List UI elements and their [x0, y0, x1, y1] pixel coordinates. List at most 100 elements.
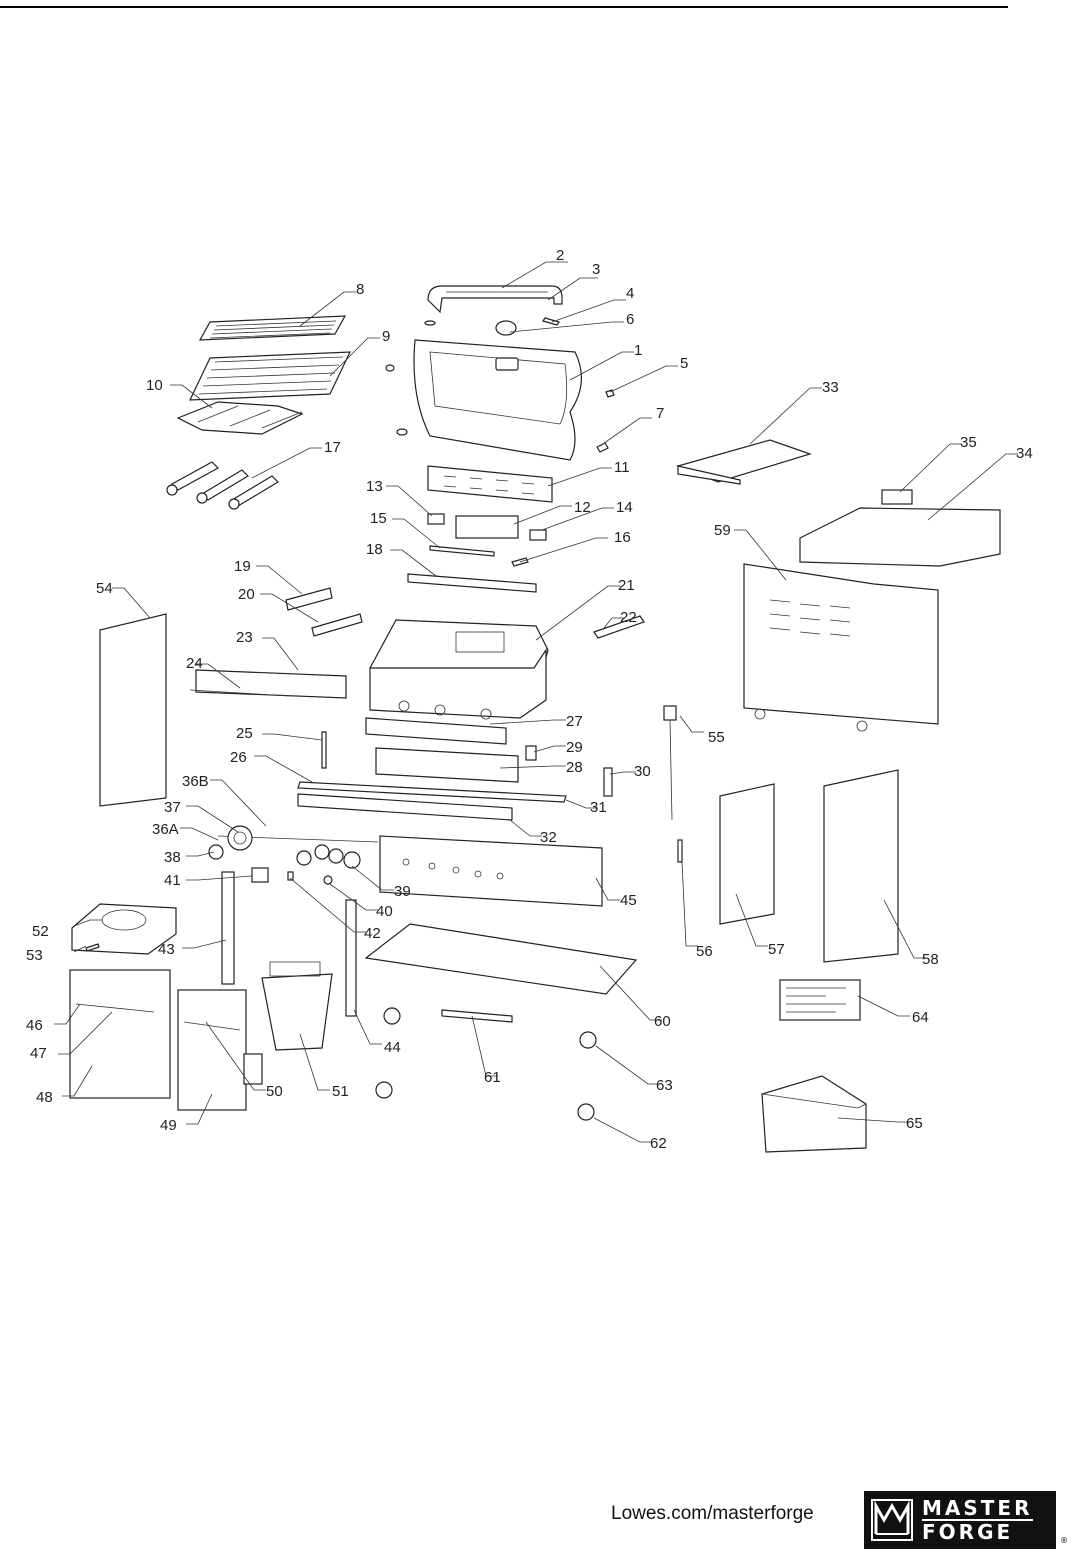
- callout-37: 37: [164, 799, 181, 816]
- side-support-part: [593, 615, 645, 639]
- callout-51: 51: [332, 1083, 349, 1100]
- leader-line: [569, 351, 634, 381]
- callout-25: 25: [236, 725, 253, 742]
- valves-and-knobs-part: [208, 825, 379, 885]
- leader-line: [509, 321, 624, 333]
- callout-6: 6: [626, 311, 634, 328]
- callout-7: 7: [656, 405, 664, 422]
- leader-line: [186, 1093, 213, 1125]
- callout-58: 58: [922, 951, 939, 968]
- callout-13: 13: [366, 478, 383, 495]
- right-post-part: [345, 899, 357, 1017]
- callout-52: 52: [32, 923, 49, 940]
- casters-part: [375, 1007, 597, 1121]
- leader-line: [547, 277, 598, 301]
- callouts: 2 3 4 6 1 5 7 8 9 10 17 11 13 12 14 15 1…: [26, 247, 1033, 1152]
- leader-line: [595, 1045, 660, 1085]
- leader-line: [392, 518, 441, 549]
- callout-32: 32: [540, 829, 557, 846]
- leader-line: [62, 1065, 93, 1097]
- callout-18: 18: [366, 541, 383, 558]
- left-post-part: [221, 871, 235, 985]
- rail-part: [429, 545, 495, 557]
- callout-55: 55: [708, 729, 725, 746]
- leader-line: [390, 549, 437, 577]
- leader-line: [299, 1033, 330, 1091]
- callout-41: 41: [164, 872, 181, 889]
- callout-48: 48: [36, 1089, 53, 1106]
- leader-line: [353, 1009, 382, 1045]
- leader-line: [565, 799, 598, 809]
- callout-45: 45: [620, 892, 637, 909]
- leader-line: [262, 733, 323, 741]
- leader-line: [180, 827, 219, 841]
- callout-4: 4: [626, 285, 634, 302]
- heat-shield-part: [427, 465, 553, 503]
- callout-8: 8: [356, 281, 364, 298]
- trash-bin-part: [261, 961, 333, 1051]
- callout-47: 47: [30, 1045, 47, 1062]
- leader-line: [681, 861, 698, 947]
- leader-line: [186, 875, 253, 881]
- leader-line: [112, 587, 151, 619]
- lid-part: [413, 339, 583, 461]
- leader-line: [329, 337, 380, 377]
- leader-line: [547, 467, 612, 487]
- clip-part: [603, 767, 613, 797]
- callout-46: 46: [26, 1017, 43, 1034]
- leader-line: [256, 565, 303, 595]
- handle-bolt-part: [424, 320, 436, 326]
- logo-line-2: FORGE: [922, 1520, 1014, 1544]
- callout-38: 38: [164, 849, 181, 866]
- warming-rack-part: [198, 315, 347, 341]
- callout-5: 5: [680, 355, 688, 372]
- callout-9: 9: [382, 328, 390, 345]
- callout-60: 60: [654, 1013, 671, 1030]
- vertical-bracket-part: [321, 731, 327, 769]
- leader-line: [299, 291, 356, 327]
- bolt-part: [85, 943, 100, 952]
- callout-53: 53: [26, 947, 43, 964]
- leader-line: [509, 819, 542, 837]
- thermometer-part: [495, 320, 517, 336]
- callout-20: 20: [238, 586, 255, 603]
- gas-hose-part: [669, 719, 673, 821]
- panel-brace-part: [365, 717, 507, 745]
- leader-line: [609, 771, 636, 775]
- callout-21: 21: [618, 577, 635, 594]
- lower-rail-part: [297, 793, 513, 821]
- callout-61: 61: [484, 1069, 501, 1086]
- leader-line: [519, 537, 608, 563]
- callout-3: 3: [592, 261, 600, 278]
- top-rule: [0, 6, 1008, 8]
- leader-line: [837, 1117, 910, 1123]
- regulator-part: [663, 705, 677, 721]
- screw-part: [385, 364, 395, 372]
- leader-line: [182, 939, 227, 949]
- leader-line: [73, 919, 102, 927]
- hose-fitting-part: [677, 839, 683, 863]
- bracket-part: [427, 513, 445, 525]
- callout-63: 63: [656, 1077, 673, 1094]
- leader-line: [186, 851, 215, 857]
- panel-back-part: [375, 747, 519, 783]
- rear-panel-part: [743, 563, 939, 732]
- callout-11: 11: [614, 459, 630, 476]
- leader-line: [210, 779, 267, 827]
- leader-line: [329, 883, 378, 911]
- callout-2: 2: [556, 247, 564, 264]
- lid-handle-part: [427, 285, 563, 314]
- leader-line: [170, 384, 213, 409]
- leader-line: [196, 663, 241, 689]
- side-burner-box-part: [881, 489, 913, 505]
- callout-54: 54: [96, 580, 113, 597]
- callout-50: 50: [266, 1083, 283, 1100]
- clip-part: [525, 745, 537, 761]
- callout-16: 16: [614, 529, 631, 546]
- callout-27: 27: [566, 713, 583, 730]
- callout-34: 34: [1016, 445, 1033, 462]
- callout-23: 23: [236, 629, 253, 646]
- leader-line: [535, 585, 620, 641]
- callout-36B: 36B: [182, 773, 209, 790]
- callout-1: 1: [634, 342, 642, 359]
